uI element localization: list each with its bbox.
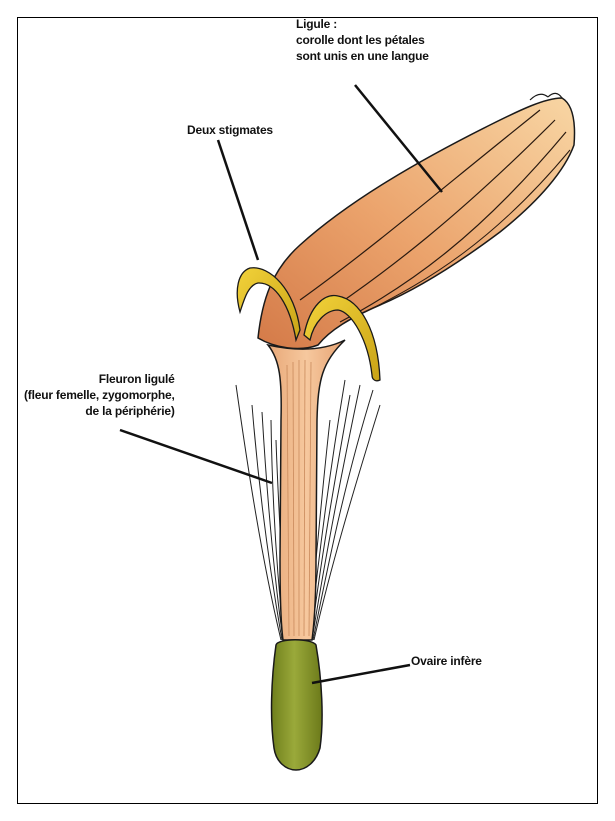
label-fleuron-line3: de la périphérie) [24, 403, 175, 419]
label-ligule-line2: corolle dont les pétales [296, 32, 429, 48]
label-ligule: Ligule : corolle dont les pétales sont u… [296, 16, 429, 64]
label-fleuron-line1: Fleuron ligulé [24, 371, 175, 387]
leader-fleuron [120, 430, 272, 483]
ligule [258, 93, 575, 348]
label-fleuron-line2: (fleur femelle, zygomorphe, [24, 387, 175, 403]
leader-stigmates [218, 140, 258, 260]
label-ligule-line1: Ligule : [296, 16, 429, 32]
label-ligule-line3: sont unis en une langue [296, 48, 429, 64]
label-fleuron: Fleuron ligulé (fleur femelle, zygomorph… [24, 371, 175, 419]
ovary [272, 640, 323, 770]
leader-ovaire [312, 665, 410, 683]
label-stigmates: Deux stigmates [187, 122, 273, 138]
label-ovaire: Ovaire infère [411, 653, 482, 669]
